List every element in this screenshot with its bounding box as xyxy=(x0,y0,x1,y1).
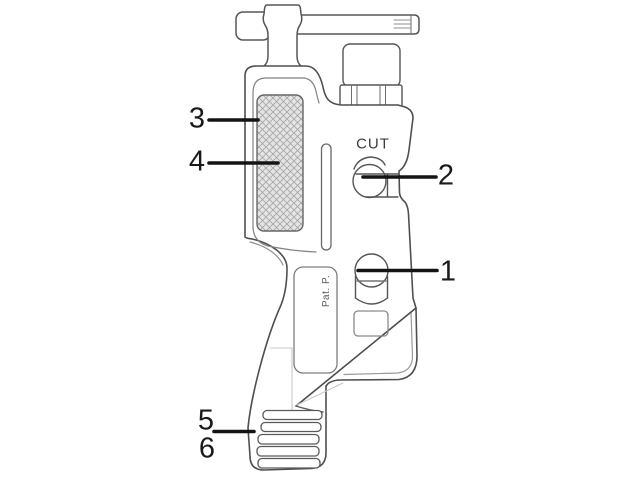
screw-shaft xyxy=(262,4,303,68)
knob-knurl-band xyxy=(339,84,403,108)
grip-rib xyxy=(262,409,323,421)
body-window xyxy=(353,310,389,337)
guide-hole-bottom-arc xyxy=(354,297,389,305)
patent-panel xyxy=(293,266,338,374)
knurled-knob xyxy=(339,43,403,108)
body-inner-contours xyxy=(249,77,414,376)
callout-1-label: 1 xyxy=(439,255,457,288)
cut-marking: CUT xyxy=(356,135,390,153)
callout-5-label: 5 xyxy=(197,404,215,437)
hidden-lines xyxy=(269,347,344,414)
callout-3-label: 3 xyxy=(188,102,206,135)
body-diagonal-seam xyxy=(295,307,417,407)
t-handle xyxy=(235,4,420,68)
grip-rib xyxy=(257,433,320,445)
grip-ribs xyxy=(256,409,323,469)
callout-4-label: 4 xyxy=(188,145,206,178)
cut-hole-circle xyxy=(352,163,387,199)
callout-6-label: 6 xyxy=(198,432,216,465)
grip-rib xyxy=(260,421,322,433)
cut-hole-funnel xyxy=(353,156,386,170)
grip-rib xyxy=(257,457,321,469)
grip-rib xyxy=(256,445,320,457)
knob-top xyxy=(342,43,401,88)
leader-lines xyxy=(207,118,439,434)
body-slot xyxy=(320,143,332,251)
patent-marking: Pat. P. xyxy=(321,274,332,308)
knob-knurl-lines xyxy=(351,85,386,107)
callout-2-label: 2 xyxy=(437,159,455,192)
t-handle-bar-end-lines xyxy=(393,19,411,29)
guide-hole-cylinder xyxy=(354,275,389,299)
